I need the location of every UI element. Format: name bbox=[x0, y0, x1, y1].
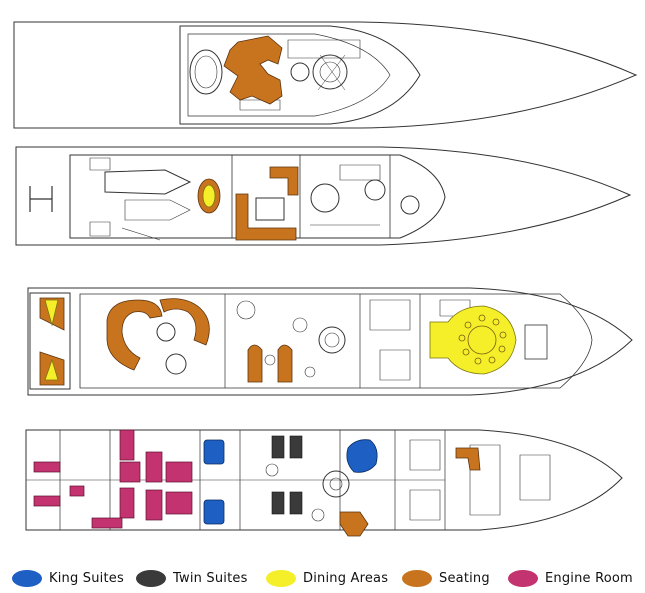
legend-item-twin-suites: Twin Suites bbox=[136, 568, 248, 588]
bridge-deck-hull bbox=[15, 146, 632, 246]
engine-room-swatch bbox=[508, 569, 538, 587]
legend-label: Seating bbox=[439, 570, 490, 586]
bridge-deck bbox=[15, 146, 632, 246]
dining-table-chairs bbox=[458, 314, 507, 365]
legend-item-engine-room: Engine Room bbox=[508, 568, 633, 588]
legend-label: Twin Suites bbox=[173, 570, 248, 586]
sun-deck-hull bbox=[13, 21, 638, 129]
jacuzzi bbox=[189, 49, 223, 95]
spiral-stair bbox=[312, 54, 348, 90]
main-deck bbox=[27, 287, 633, 396]
legend-label: King Suites bbox=[49, 570, 124, 586]
dining-areas-swatch bbox=[266, 569, 296, 587]
twin-suite-zones bbox=[271, 435, 303, 515]
legend-label: Dining Areas bbox=[303, 570, 389, 586]
king-suite-zones bbox=[203, 439, 378, 525]
king-suites-swatch bbox=[12, 569, 42, 587]
twin-suites-swatch bbox=[136, 569, 166, 587]
main-deck-hull bbox=[27, 287, 633, 396]
dining-zones bbox=[44, 184, 517, 381]
legend-item-seating: Seating bbox=[402, 568, 490, 588]
sun-deck bbox=[13, 21, 638, 129]
engine-room-zones bbox=[33, 429, 193, 529]
seating-swatch bbox=[402, 569, 432, 587]
lower-deck-hull bbox=[25, 429, 623, 531]
legend-label: Engine Room bbox=[545, 570, 633, 586]
lower-deck bbox=[25, 429, 623, 531]
legend-item-king-suites: King Suites bbox=[12, 568, 124, 588]
legend: King Suites Twin Suites Dining Areas Sea… bbox=[0, 562, 645, 590]
seating-zones bbox=[39, 35, 481, 537]
legend-item-dining-areas: Dining Areas bbox=[266, 568, 388, 588]
